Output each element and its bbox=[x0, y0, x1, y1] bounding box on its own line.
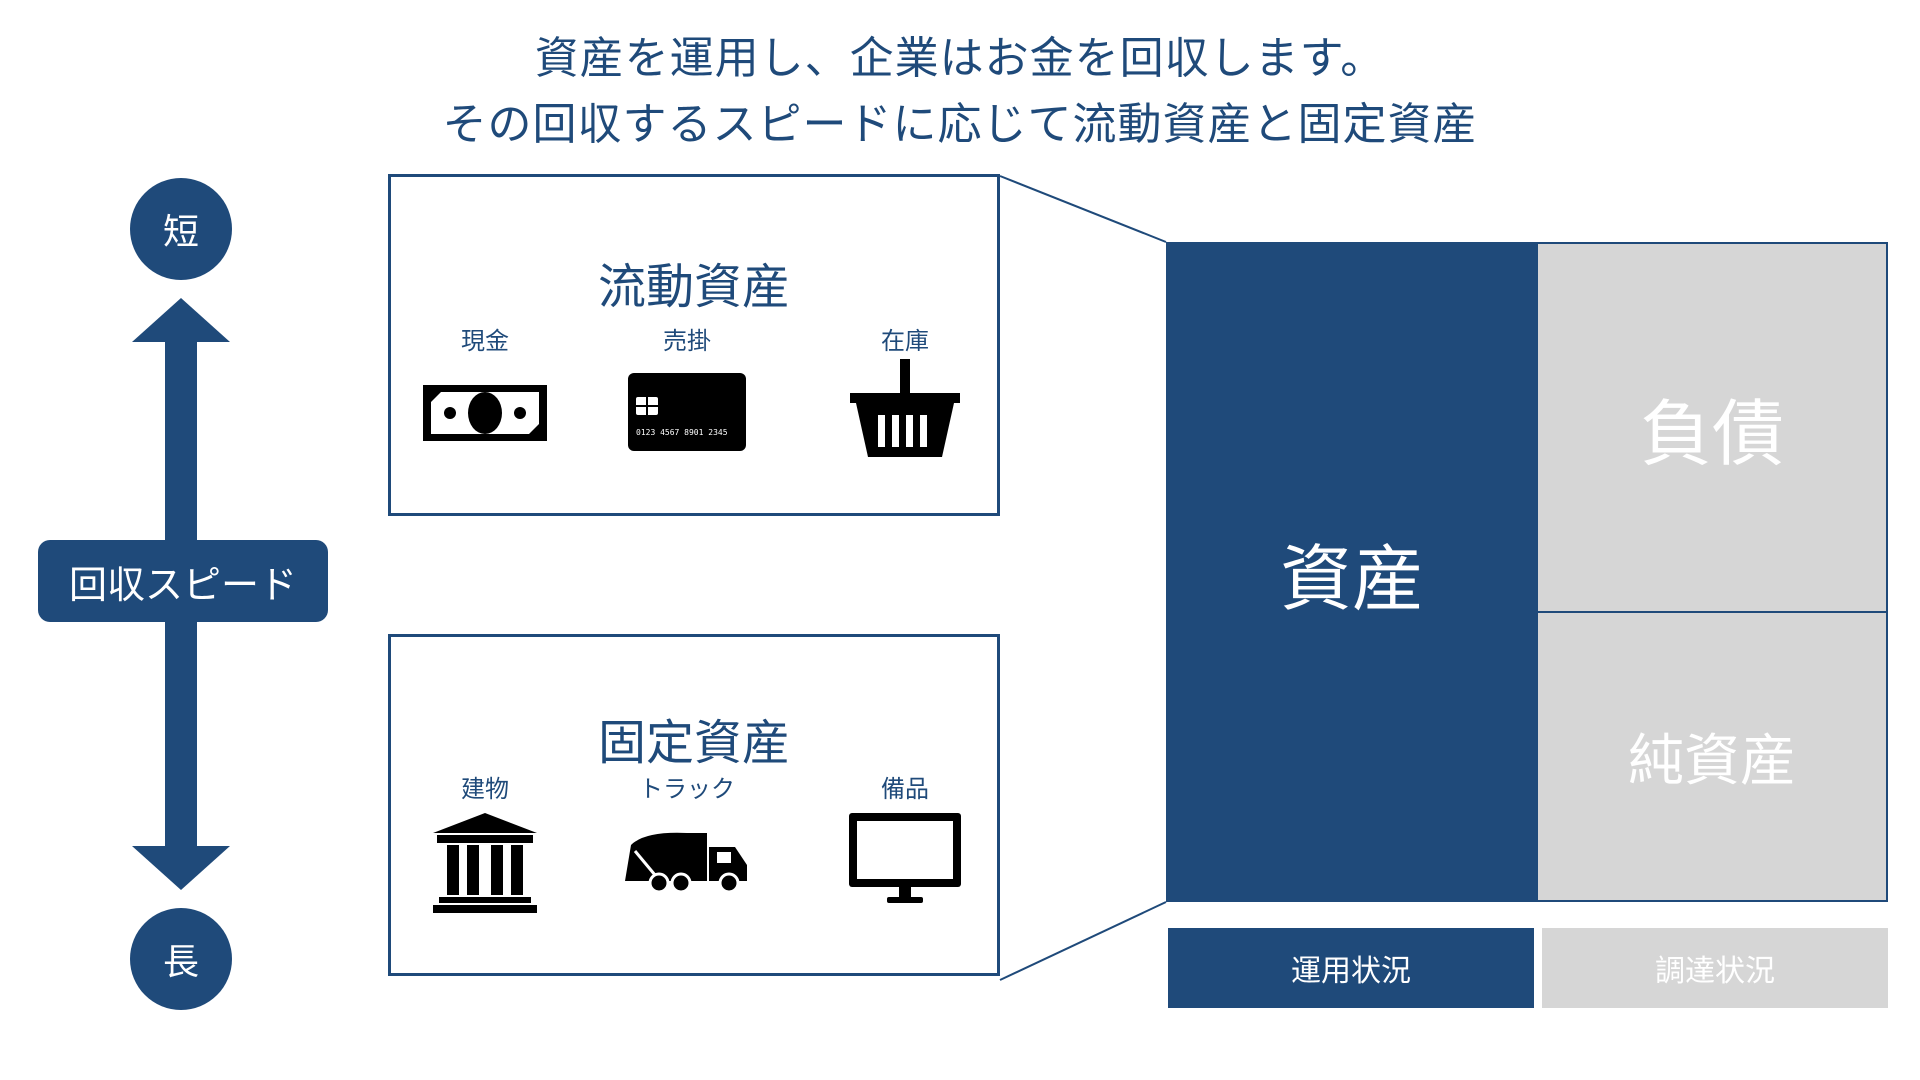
funding-status-label: 調達状況 bbox=[1542, 928, 1888, 1008]
item-building-label: 建物 bbox=[461, 775, 509, 803]
operation-status-label: 運用状況 bbox=[1168, 928, 1534, 1008]
credit-card-icon: 0123 4567 8901 2345 bbox=[628, 373, 746, 451]
item-truck-label: トラック bbox=[639, 775, 735, 803]
item-receivable: 売掛 0123 4567 8901 2345 bbox=[607, 321, 767, 451]
item-building: 建物 bbox=[405, 769, 565, 913]
fixed-assets-box: 固定資産 建物 トラック 備品 bbox=[388, 634, 1000, 976]
monitor-icon bbox=[849, 813, 961, 903]
speed-long-circle: 長 bbox=[130, 908, 232, 1010]
bs-assets-cell: 資産 bbox=[1166, 242, 1538, 902]
building-icon bbox=[433, 813, 537, 913]
item-cash-label: 現金 bbox=[461, 327, 509, 355]
item-equipment-label: 備品 bbox=[881, 775, 929, 803]
current-assets-title: 流動資産 bbox=[597, 259, 790, 315]
connector-bottom-line bbox=[999, 901, 1167, 981]
item-inventory-label: 在庫 bbox=[881, 327, 929, 355]
cash-icon bbox=[423, 385, 547, 441]
item-truck: トラック bbox=[607, 769, 767, 893]
title-line-1: 資産を運用し、企業はお金を回収します。 bbox=[534, 33, 1386, 84]
bs-liabilities-cell: 負債 bbox=[1538, 242, 1888, 612]
title-line-2: その回収するスピードに応じて流動資産と固定資産 bbox=[442, 99, 1478, 150]
fixed-assets-title: 固定資産 bbox=[597, 715, 790, 771]
item-receivable-label: 売掛 bbox=[663, 327, 711, 355]
collection-speed-label: 回収スピード bbox=[38, 540, 328, 622]
truck-icon bbox=[625, 832, 747, 893]
item-inventory: 在庫 bbox=[825, 321, 985, 457]
bs-net-assets-cell: 純資産 bbox=[1538, 612, 1888, 902]
basket-icon bbox=[850, 359, 960, 457]
connector-top-line bbox=[999, 175, 1167, 243]
item-cash: 現金 bbox=[405, 321, 565, 443]
arrow-up-head bbox=[132, 298, 230, 342]
arrow-down-head bbox=[132, 846, 230, 890]
card-number-text: 0123 4567 8901 2345 bbox=[636, 428, 728, 437]
current-assets-box: 流動資産 現金 売掛 0123 4567 8901 2345 在庫 bbox=[388, 174, 1000, 516]
item-equipment: 備品 bbox=[825, 769, 985, 905]
speed-short-circle: 短 bbox=[130, 178, 232, 280]
